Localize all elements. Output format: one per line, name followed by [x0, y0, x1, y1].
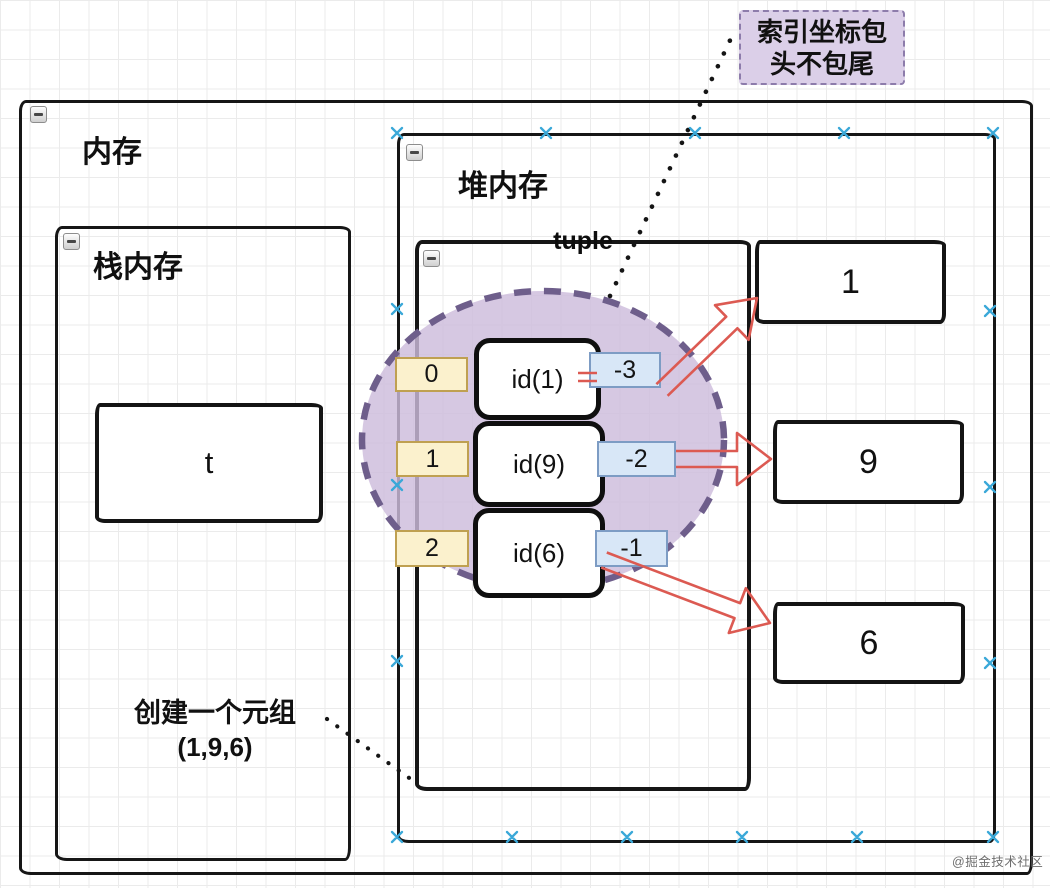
watermark: @掘金技术社区 — [952, 855, 1044, 869]
index-badge-label: 0 — [424, 360, 439, 388]
variable-t-label: t — [204, 445, 214, 480]
neg-index-label: -1 — [620, 534, 643, 562]
caption-text[interactable]: 创建一个元组 (1,9,6) — [108, 696, 322, 764]
minus-icon — [410, 151, 419, 154]
memory-region-box[interactable] — [19, 100, 1033, 875]
neg-index-label: -3 — [613, 355, 637, 384]
stack-region-box[interactable] — [55, 226, 351, 861]
collapse-icon[interactable] — [30, 106, 47, 123]
tuple-label: tuple — [553, 227, 613, 256]
index-badge-label: 1 — [425, 444, 440, 473]
collapse-icon[interactable] — [423, 250, 440, 267]
value-label: 9 — [859, 442, 878, 481]
id-box-9[interactable]: id(9) — [473, 421, 605, 507]
minus-icon — [427, 257, 436, 260]
id-box-label: id(6) — [512, 537, 565, 568]
memory-region-label: 内存 — [82, 136, 142, 169]
index-badge-2[interactable]: 2 — [395, 530, 469, 567]
id-box-6[interactable]: id(6) — [473, 508, 605, 598]
id-box-label: id(9) — [512, 448, 565, 479]
index-badge-1[interactable]: 1 — [396, 441, 469, 477]
value-label: 6 — [859, 623, 879, 662]
collapse-icon[interactable] — [63, 233, 80, 250]
value-box-9[interactable]: 9 — [773, 420, 964, 504]
value-box-6[interactable]: 6 — [773, 602, 965, 684]
value-box-1[interactable]: 1 — [755, 240, 946, 324]
note-line-1: 索引坐标包 — [756, 16, 887, 47]
id-box-1[interactable]: id(1) — [474, 338, 601, 420]
note-line-2: 头不包尾 — [769, 48, 874, 79]
note-box[interactable]: 索引坐标包 头不包尾 — [739, 10, 905, 85]
variable-t-box[interactable]: t — [95, 403, 323, 523]
value-label: 1 — [841, 262, 860, 301]
collapse-icon[interactable] — [406, 144, 423, 161]
neg-index-label: -2 — [625, 444, 648, 473]
index-badge-0[interactable]: 0 — [395, 357, 468, 392]
neg-index-badge-1[interactable]: -1 — [595, 530, 668, 567]
neg-index-badge-2[interactable]: -2 — [597, 441, 676, 477]
neg-index-badge-3[interactable]: -3 — [589, 352, 661, 388]
stack-region-label: 栈内存 — [93, 251, 183, 284]
index-badge-label: 2 — [425, 534, 439, 562]
id-box-label: id(1) — [511, 363, 564, 394]
minus-icon — [67, 240, 76, 243]
caption-line-1: 创建一个元组 — [134, 698, 296, 728]
caption-line-2: (1,9,6) — [177, 732, 253, 762]
minus-icon — [34, 113, 43, 116]
